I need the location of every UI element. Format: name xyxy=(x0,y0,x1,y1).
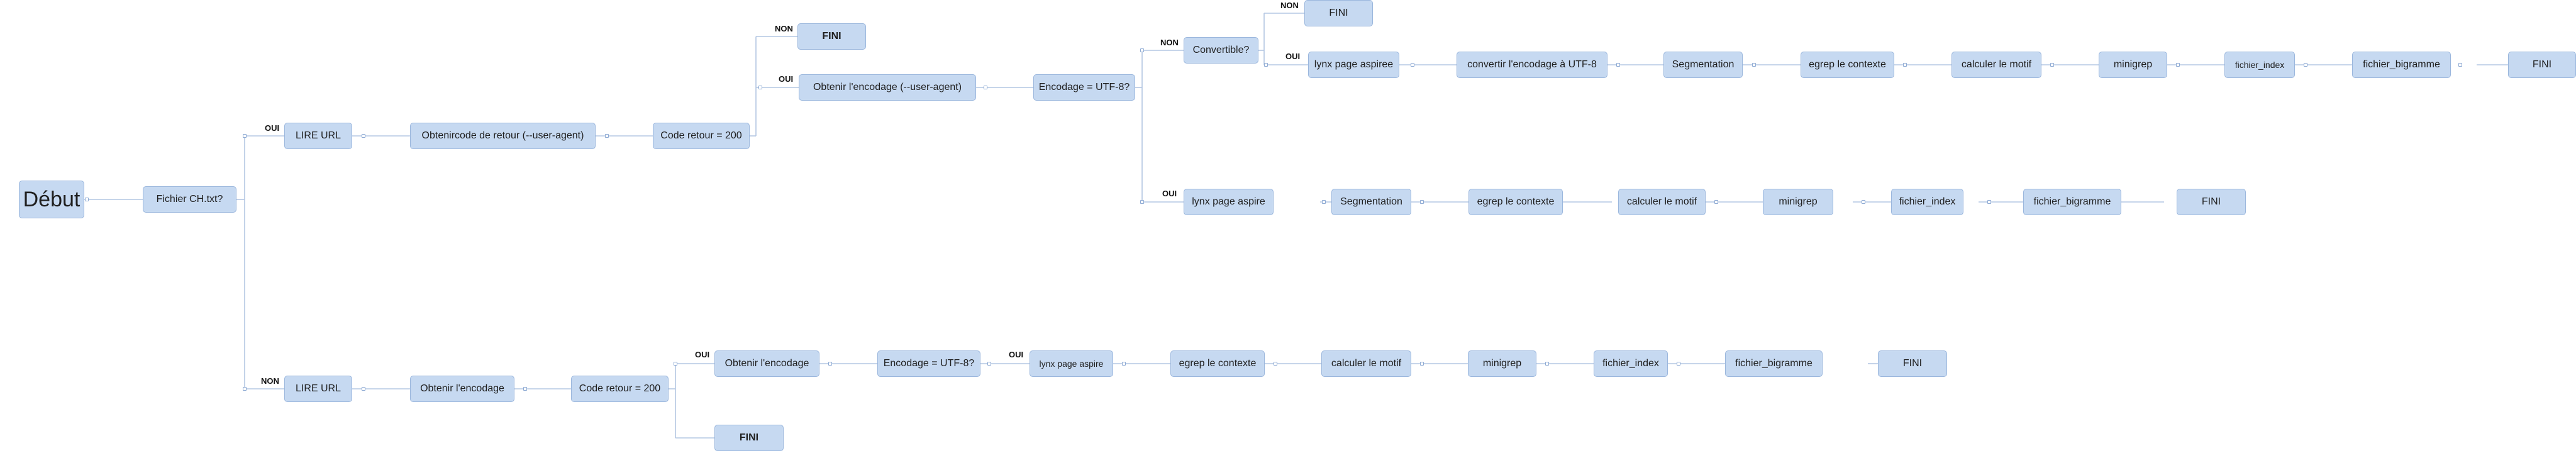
node-minigrep-3[interactable]: minigrep xyxy=(1468,350,1536,377)
collapse-toggle-icon[interactable] xyxy=(2304,63,2307,67)
collapse-toggle-icon[interactable] xyxy=(2176,63,2180,67)
node-fini-2[interactable]: FINI xyxy=(2177,189,2246,215)
node-fini-3[interactable]: FINI xyxy=(1878,350,1947,377)
node-fichier[interactable]: Fichier CH.txt? xyxy=(143,186,236,213)
collapse-toggle-icon[interactable] xyxy=(828,362,832,366)
node-segmentation-1[interactable]: Segmentation xyxy=(1663,52,1743,78)
node-debut[interactable]: Début xyxy=(19,181,84,218)
node-obtenir-encodage[interactable]: Obtenir l'encodage xyxy=(410,376,514,402)
collapse-toggle-icon[interactable] xyxy=(1545,362,1549,366)
node-calculer-2[interactable]: calculer le motif xyxy=(1618,189,1706,215)
collapse-toggle-icon[interactable] xyxy=(362,387,365,391)
node-lynx-aspire-3[interactable]: lynx page aspire xyxy=(1030,350,1113,377)
node-minigrep-2[interactable]: minigrep xyxy=(1763,189,1833,215)
collapse-toggle-icon[interactable] xyxy=(362,134,365,138)
collapse-toggle-icon[interactable] xyxy=(243,387,247,391)
branch-label-oui: OUI xyxy=(1162,189,1177,198)
collapse-toggle-icon[interactable] xyxy=(2050,63,2054,67)
collapse-toggle-icon[interactable] xyxy=(1987,200,1991,204)
collapse-toggle-icon[interactable] xyxy=(1122,362,1126,366)
collapse-toggle-icon[interactable] xyxy=(523,387,527,391)
node-bigramme-1[interactable]: fichier_bigramme xyxy=(2352,52,2451,78)
node-obtenir-encodage-2[interactable]: Obtenir l'encodage xyxy=(714,350,819,377)
node-encodage-utf8-2[interactable]: Encodage = UTF-8? xyxy=(877,350,980,377)
collapse-toggle-icon[interactable] xyxy=(984,86,987,89)
node-segmentation-2[interactable]: Segmentation xyxy=(1331,189,1411,215)
collapse-toggle-icon[interactable] xyxy=(85,198,89,201)
node-convertible[interactable]: Convertible? xyxy=(1184,37,1258,64)
node-fini-conv-non[interactable]: FINI xyxy=(1304,0,1373,26)
collapse-toggle-icon[interactable] xyxy=(1677,362,1680,366)
collapse-toggle-icon[interactable] xyxy=(1140,200,1144,204)
collapse-toggle-icon[interactable] xyxy=(1411,63,1414,67)
node-bigramme-2[interactable]: fichier_bigramme xyxy=(2023,189,2121,215)
node-code-retour-1[interactable]: Code retour = 200 xyxy=(653,123,750,149)
node-code-retour-2[interactable]: Code retour = 200 xyxy=(571,376,669,402)
node-obtenir-code-retour[interactable]: Obtenircode de retour (--user-agent) xyxy=(410,123,596,149)
node-index-3[interactable]: fichier_index xyxy=(1594,350,1668,377)
node-fini-top[interactable]: FINI xyxy=(797,23,866,50)
collapse-toggle-icon[interactable] xyxy=(987,362,991,366)
collapse-toggle-icon[interactable] xyxy=(1862,200,1865,204)
node-index-1[interactable]: fichier_index xyxy=(2224,52,2295,78)
node-lire-url-oui[interactable]: LIRE URL xyxy=(284,123,352,149)
node-egrep-1[interactable]: egrep le contexte xyxy=(1801,52,1894,78)
collapse-toggle-icon[interactable] xyxy=(1274,362,1277,366)
collapse-toggle-icon[interactable] xyxy=(2458,63,2462,67)
node-index-2[interactable]: fichier_index xyxy=(1891,189,1963,215)
node-calculer-3[interactable]: calculer le motif xyxy=(1321,350,1411,377)
collapse-toggle-icon[interactable] xyxy=(1714,200,1718,204)
node-minigrep-1[interactable]: minigrep xyxy=(2099,52,2167,78)
collapse-toggle-icon[interactable] xyxy=(1264,63,1268,67)
collapse-toggle-icon[interactable] xyxy=(1752,63,1756,67)
node-convertir-utf8[interactable]: convertir l'encodage à UTF-8 xyxy=(1457,52,1607,78)
node-lynx-aspire-2[interactable]: lynx page aspire xyxy=(1184,189,1274,215)
branch-label-oui: OUI xyxy=(1285,52,1301,61)
node-lire-url-non[interactable]: LIRE URL xyxy=(284,376,352,402)
node-encodage-utf8-1[interactable]: Encodage = UTF-8? xyxy=(1033,74,1135,101)
branch-label-non: NON xyxy=(1160,38,1179,47)
branch-label-non: NON xyxy=(775,24,793,33)
node-obtenir-encodage-ua[interactable]: Obtenir l'encodage (--user-agent) xyxy=(799,74,976,101)
collapse-toggle-icon[interactable] xyxy=(1616,63,1620,67)
branch-label-oui: OUI xyxy=(1009,350,1024,359)
collapse-toggle-icon[interactable] xyxy=(674,362,677,366)
collapse-toggle-icon[interactable] xyxy=(1420,362,1424,366)
collapse-toggle-icon[interactable] xyxy=(1420,200,1424,204)
node-egrep-3[interactable]: egrep le contexte xyxy=(1170,350,1265,377)
branch-label-oui: OUI xyxy=(779,74,794,84)
collapse-toggle-icon[interactable] xyxy=(1322,200,1326,204)
branch-label-non: NON xyxy=(1280,1,1299,10)
node-bigramme-3[interactable]: fichier_bigramme xyxy=(1725,350,1823,377)
collapse-toggle-icon[interactable] xyxy=(1140,48,1144,52)
node-calculer-1[interactable]: calculer le motif xyxy=(1951,52,2041,78)
collapse-toggle-icon[interactable] xyxy=(243,134,247,138)
node-lynx-aspiree[interactable]: lynx page aspiree xyxy=(1308,52,1399,78)
branch-label-oui: OUI xyxy=(265,123,280,133)
node-fini-1[interactable]: FINI xyxy=(2508,52,2576,78)
collapse-toggle-icon[interactable] xyxy=(758,86,762,89)
node-egrep-2[interactable]: egrep le contexte xyxy=(1468,189,1563,215)
node-fini-bottom[interactable]: FINI xyxy=(714,425,784,451)
branch-label-non: NON xyxy=(261,376,279,386)
collapse-toggle-icon[interactable] xyxy=(1903,63,1907,67)
branch-label-oui: OUI xyxy=(695,350,710,359)
collapse-toggle-icon[interactable] xyxy=(605,134,609,138)
